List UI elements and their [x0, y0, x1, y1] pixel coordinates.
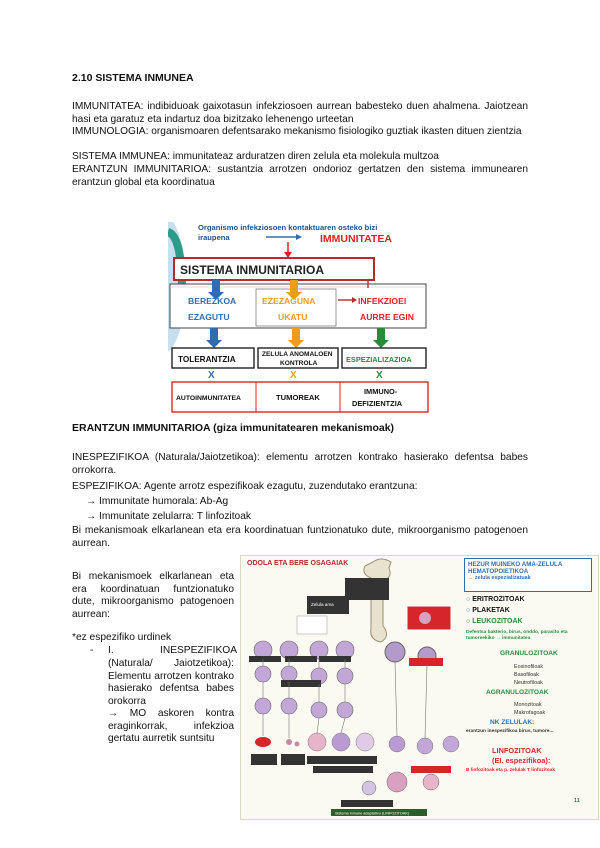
diagram-col3-b: AURRE EGIN: [360, 312, 414, 322]
diagram-kontrola: KONTROLA: [280, 360, 318, 367]
diagram-tumoreak: TUMOREAK: [276, 393, 320, 402]
legend-granulo-2: Basofiloak: [514, 672, 539, 678]
legend-agranulo-1: Monozitoak: [514, 702, 542, 708]
definition-sistema-immunea: SISTEMA IMMUNEA: immunitateaz arduratzen…: [72, 151, 439, 162]
paragraph-zelularra: → Immunitate zelularra: T linfozitoak: [86, 511, 251, 522]
legend-header: HEZUR MUINEKO AMA-ZELULA HEMATOPOIETIKOA…: [464, 558, 592, 592]
definition-immunitatea: IMMUNITATEA: indibiduoak gaixotasun infe…: [72, 101, 528, 125]
diagram-col2-b: UKATU: [278, 312, 307, 322]
paragraph-inespezifikoa: INESPEZIFIKOA (Naturala/Jaiotzetikoa): e…: [72, 452, 528, 476]
diagram-top-text-1: Organismo infekziosoen kontaktuaren oste…: [198, 223, 377, 232]
bullet-text: (Naturala/ Jaiotzetikoa): Elementu arrot…: [108, 658, 234, 707]
section-title: 2.10 SISTEMA INMUNEA: [72, 72, 194, 84]
legend-granulo-1: Eosinofiloak: [514, 664, 544, 670]
legend-agranulo-2: Makrofagoak: [514, 710, 546, 716]
diagram-autoinmunitatea: AUTOINMUNITATEA: [176, 395, 241, 402]
legend-leuko-note: Defentsa bakterio, birus, onddo, parasit…: [466, 630, 568, 641]
diagram-defizientzia: DEFIZIENTZIA: [352, 399, 403, 408]
paragraph-espezifikoa: ESPEZIFIKOA: Agente arrotz espezifikoak …: [72, 481, 418, 492]
blood-components-figure: ODOLA ETA BERE OSAGAIAK Zelula ama: [240, 555, 599, 820]
diagram-top-text-2: iraupena: [198, 233, 230, 242]
legend-nk-text: erantzun inespezifikoa birus, tumore...: [466, 729, 554, 734]
diagram-espezializazioa: ESPEZIALIZAZIOA: [346, 355, 412, 364]
legend-plaketak: ○ PLAKETAK: [466, 607, 510, 614]
legend-page-num: 11: [574, 798, 580, 804]
bullet-head: INESPEZIFIKOA: [160, 645, 237, 656]
paragraph-bi-mekanismo: Bi mekanismoak elkarlanean eta era koord…: [72, 525, 528, 549]
diagram-immuno: IMMUNO-: [364, 387, 398, 396]
legend-linfo-sub: (EI. espezifikoa):: [492, 756, 551, 765]
diagram-x-3: X: [376, 370, 383, 381]
legend-granulo-3: Neutrofiloak: [514, 680, 543, 686]
legend-eritrozitoak: ○ ERITROZITOAK: [466, 596, 525, 603]
left-intro: Bi mekanismoek elkarlanean eta era koord…: [72, 571, 234, 620]
legend-linfo-title: LINFOZITOAK: [492, 746, 542, 755]
blood-figure-title: ODOLA ETA BERE OSAGAIAK: [247, 560, 349, 567]
diagram-x-2: X: [290, 370, 297, 381]
legend-linfo-text: B linfozitoak eta p. zelulak T linfozito…: [466, 768, 556, 773]
left-note: *ez espezifiko urdinek: [72, 632, 172, 643]
bullet-marker: -: [90, 645, 94, 656]
definition-erantzun: ERANTZUN IMMUNITARIOA: sustantzia arrotz…: [72, 164, 528, 188]
diagram-x-1: X: [208, 370, 215, 381]
legend-granulo-title: GRANULOZITOAK: [500, 650, 558, 657]
blood-figure-bottom-label: Sistema inmune adaptativo (LINFOZITOAK): [335, 812, 410, 816]
paragraph-humorala: → Immunitate humorala: Ab-Ag: [86, 496, 229, 507]
diagram-col1-a: BEREZKOA: [188, 296, 236, 306]
diagram-system-label: SISTEMA INMUNITARIOA: [180, 263, 324, 277]
bullet-text-2: → MO askoren kontra eraginkorrak, infekz…: [108, 708, 234, 745]
diagram-col1-b: EZAGUTU: [188, 312, 230, 322]
definition-immunologia: IMMUNOLOGIA: organismoaren defentsarako …: [72, 126, 522, 137]
diagram-top-result: IMMUNITATEA: [320, 233, 392, 245]
cell-label-stem: Zelula ama: [311, 602, 334, 607]
diagram-zelula-anomaloen: ZELULA ANOMALOEN: [262, 351, 333, 358]
diagram-tolerantzia: TOLERANTZIA: [178, 355, 236, 364]
bullet-num: I.: [108, 645, 114, 656]
legend-nk-title: NK ZELULAK:: [490, 719, 535, 726]
immune-system-diagram: Organismo infekziosoen kontaktuaren oste…: [138, 214, 430, 414]
subheading: ERANTZUN IMMUNITARIOA (giza immunitatear…: [72, 422, 395, 434]
diagram-col3-a: INFEKZIOEI: [358, 296, 406, 306]
diagram-col2-a: EZEZAGUNA: [262, 296, 315, 306]
blood-figure-legend: HEZUR MUINEKO AMA-ZELULA HEMATOPOIETIKOA…: [464, 558, 595, 814]
legend-agranulo-title: AGRANULOZITOAK: [486, 689, 549, 696]
legend-leukozitoak: ○ LEUKOZITOAK: [466, 618, 523, 625]
